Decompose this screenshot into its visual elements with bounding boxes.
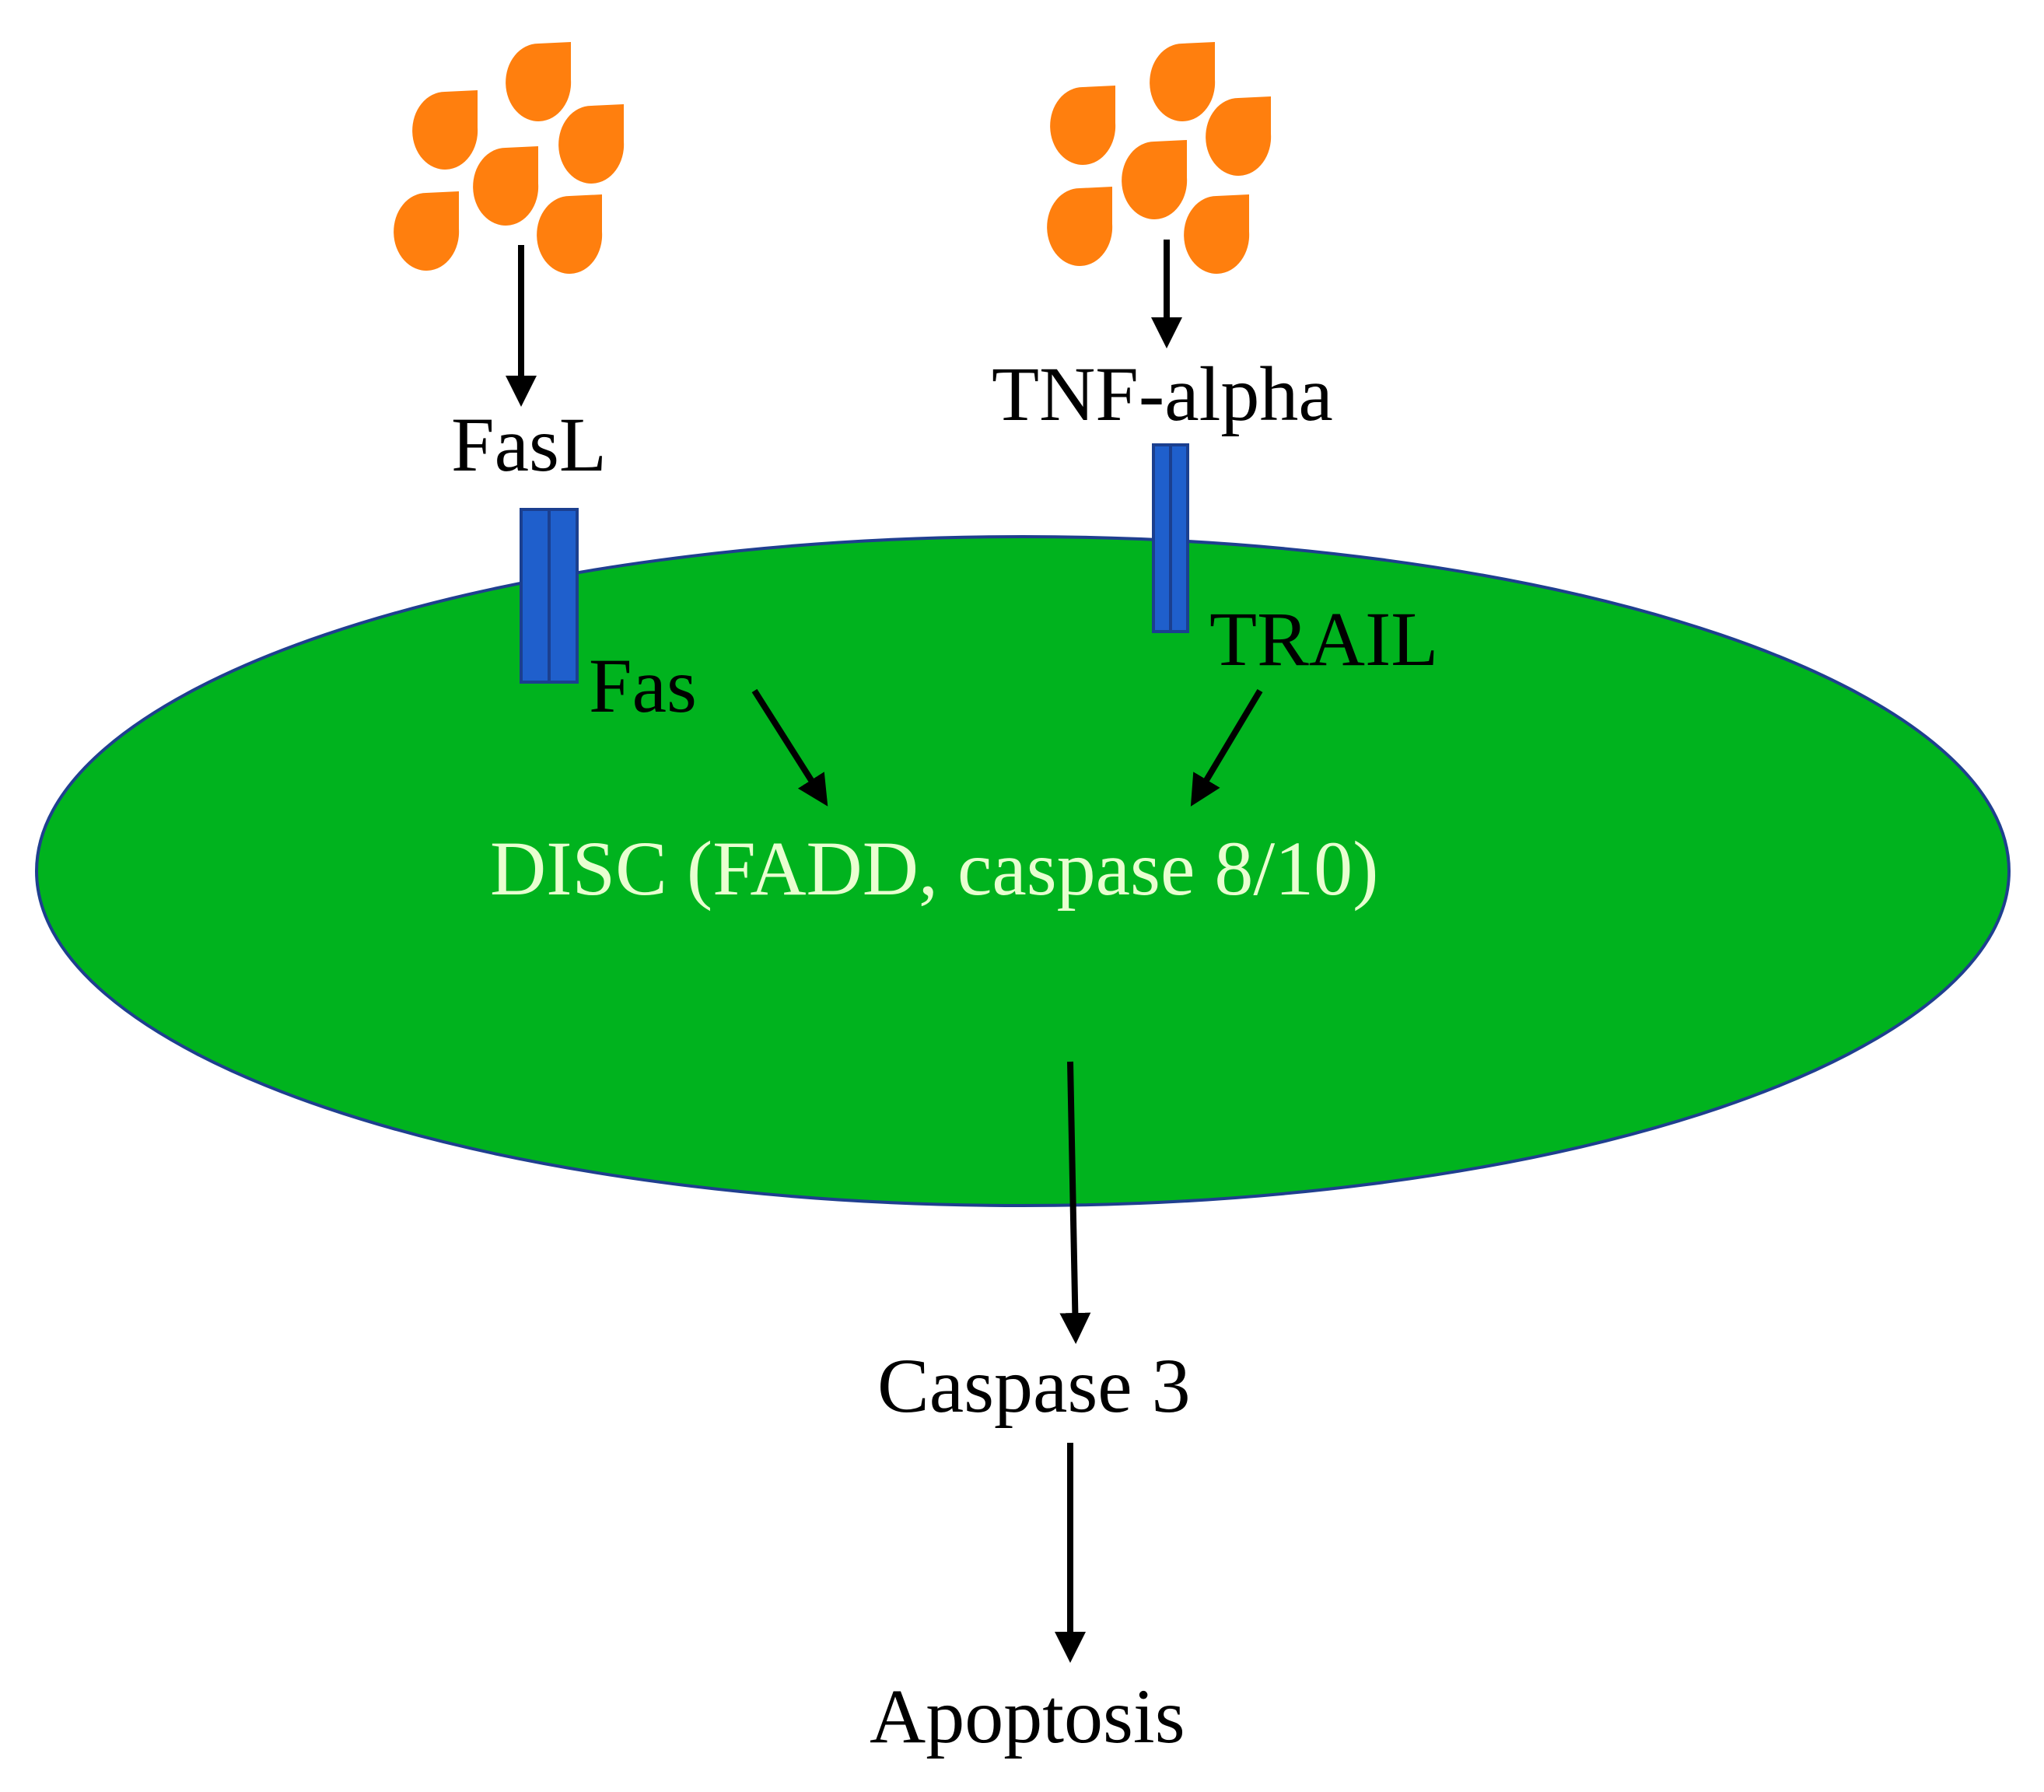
fas-receptor-icon <box>520 508 579 684</box>
ligand-cluster-right-icon <box>1047 42 1272 274</box>
arrow-fas-to-disc <box>751 688 828 807</box>
fasl-label: FasL <box>451 401 607 488</box>
tnf-alpha-label: TNF-alpha <box>992 351 1333 437</box>
disc-label: DISC (FADD, caspase 8/10) <box>490 825 1378 912</box>
trail-receptor-icon <box>1152 443 1189 633</box>
fas-label: Fas <box>589 642 697 729</box>
ligand-cluster-left-icon <box>394 42 625 274</box>
caspase3-label: Caspase 3 <box>877 1342 1191 1429</box>
cell-ellipse <box>35 535 2011 1207</box>
arrow-disc-to-caspase3 <box>1059 1061 1091 1344</box>
apoptosis-label: Apoptosis <box>870 1673 1185 1759</box>
trail-label: TRAIL <box>1209 596 1438 682</box>
arrow-trail-to-disc <box>1190 688 1263 807</box>
